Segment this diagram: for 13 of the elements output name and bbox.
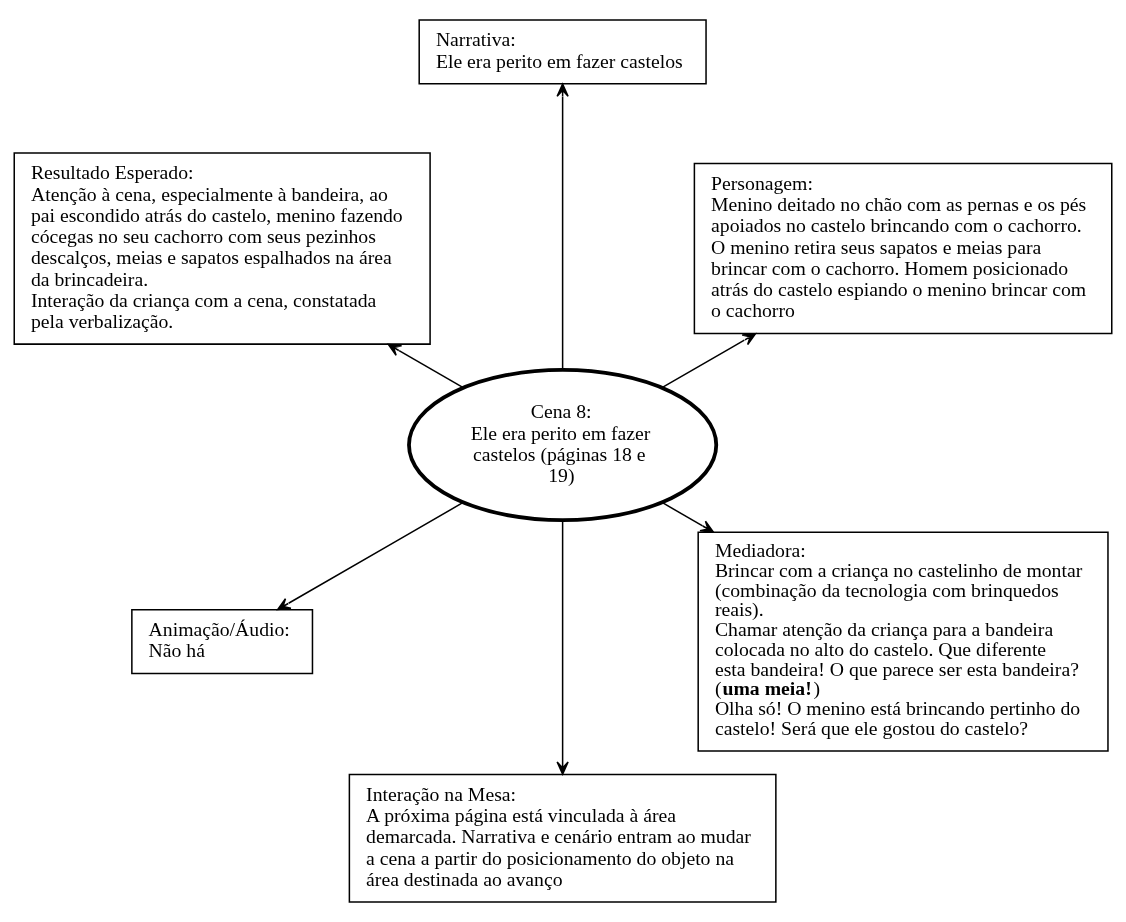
arrow <box>276 501 464 611</box>
node-ellipse: Cena 8: Ele era perito em fazer castelos (páginas 18 e 19) <box>407 368 719 523</box>
node-box: Personagem: Menino deitado no chão com as pernas e os pés apoiados no castelo brincando com o cachorro. O menino retira seus sapatos e meias para brincar com o cachorro. Homem posicionado atrás do castelo espiando o menino brincar com o cachorro <box>693 162 1113 335</box>
arrow <box>661 501 715 533</box>
node-box: Animação/Áudio: Não há <box>131 609 314 675</box>
arrow <box>556 83 569 371</box>
node-box: Interação na Mesa: A próxima página está vinculada à área demarcada. Narrativa e cenário entram ao mudar a cena a partir do posicionamento do objeto na área destinada ao avanço <box>348 773 777 903</box>
node-box: Mediadora: Brincar com a criança no castelinho de montar (combinação da tecnologia com brinquedos reais). Chamar atenção da criança para a bandeira colocada no alto do castelo. Que diferente esta bandeira! O que parece ser esta bandeira? (uma meia!) Olha só! O menino está brincando pertinho do castelo! Será que ele gostou do castelo? <box>697 531 1109 752</box>
node-box: Narrativa: Ele era perito em fazer castelos <box>418 19 707 85</box>
arrow <box>387 343 464 389</box>
arrow <box>556 519 569 775</box>
node-box: Resultado Esperado: Atenção à cena, especialmente à bandeira, ao pai escondido atrás do castelo, menino fazendo cócegas no seu cachorro com seus pezinhos descalços, meias e sapatos espalhados na área da brincadeira. Interação da criança com a cena, constatada pela verbalização. <box>13 152 431 345</box>
arrow <box>661 332 757 389</box>
